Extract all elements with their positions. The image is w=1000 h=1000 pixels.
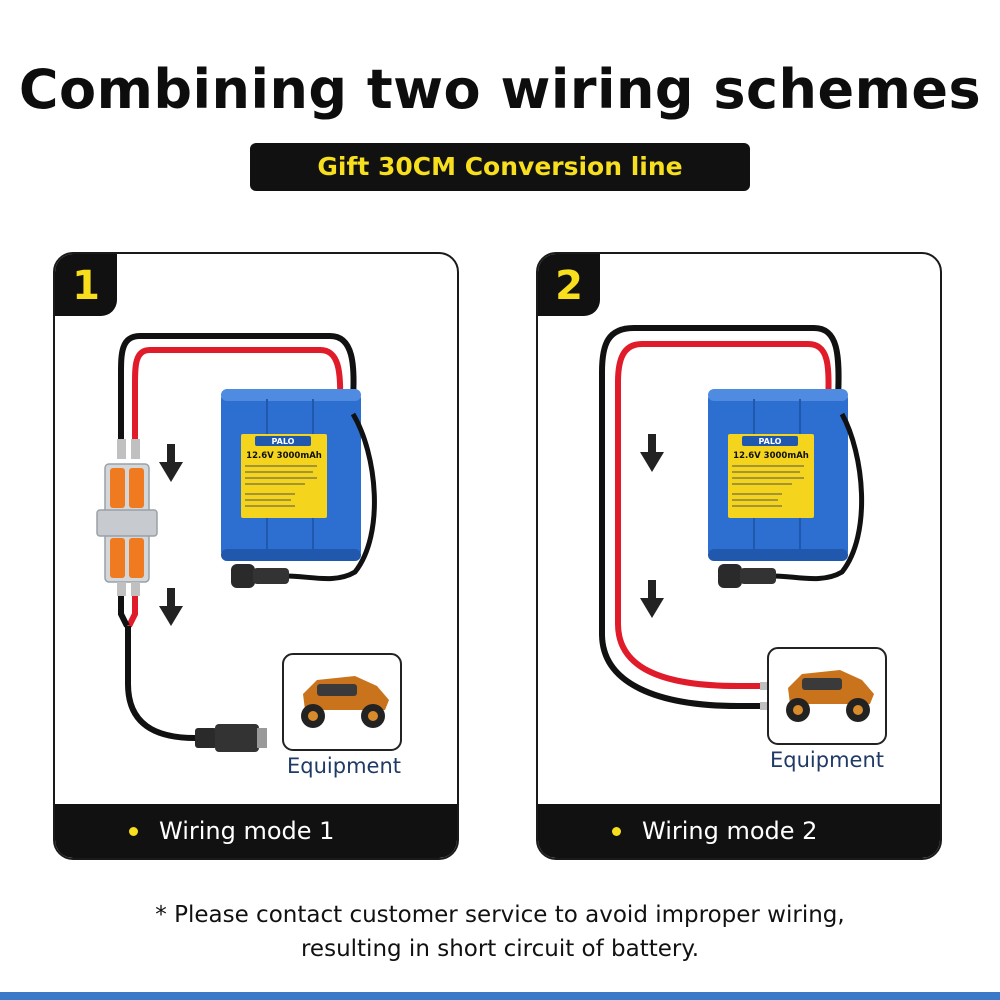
black-wire-bottom — [118, 596, 130, 628]
red-wire-top — [132, 347, 344, 449]
battery-rating: 12.6V 3000mAh — [733, 451, 809, 461]
equipment-label: Equipment — [287, 754, 401, 778]
wiring-panel-2: PALO 12.6V 3000mAh Equipment 2 — [536, 252, 942, 860]
bottom-accent-strip — [0, 992, 1000, 1000]
dc-jack-icon — [231, 564, 289, 588]
subtitle-banner: Gift 30CM Conversion line — [250, 143, 750, 191]
arrow-down-icon — [159, 444, 183, 482]
black-wire-loop — [599, 325, 842, 709]
warning-note: * Please contact customer service to avo… — [0, 898, 1000, 966]
panel-number-badge: 1 — [55, 254, 117, 316]
warning-note-line-2: resulting in short circuit of battery. — [300, 936, 700, 962]
rc-car-icon — [786, 670, 874, 722]
warning-note-line-1: * Please contact customer service to avo… — [155, 902, 845, 928]
black-wire-to-plug — [125, 626, 205, 741]
black-wire-top — [118, 333, 357, 449]
red-wire-loop — [615, 341, 832, 689]
panel-caption-bar: Wiring mode 1 — [55, 804, 457, 858]
battery-output-cable — [286, 412, 377, 582]
battery-pack-icon: PALO 12.6V 3000mAh — [221, 389, 361, 561]
rc-car-icon — [301, 676, 389, 728]
arrow-down-icon — [640, 580, 664, 618]
panel-caption-bar: Wiring mode 2 — [538, 804, 940, 858]
dc-plug-icon — [195, 724, 267, 752]
page-title: Combining two wiring schemes — [18, 58, 982, 121]
dc-jack-icon — [718, 564, 776, 588]
battery-output-cable — [773, 412, 865, 582]
wiring-diagram-1: PALO 12.6V 3000mAh — [96, 333, 402, 752]
battery-rating: 12.6V 3000mAh — [246, 451, 322, 461]
wiring-panel-1: PALO 12.6V 3000mAh Equipment 1 — [53, 252, 459, 860]
arrow-down-icon — [159, 588, 183, 626]
bullet-dot-icon — [612, 827, 621, 836]
panel-caption: Wiring mode 1 — [159, 817, 335, 845]
battery-brand: PALO — [272, 437, 295, 446]
panel-caption: Wiring mode 2 — [642, 817, 818, 845]
lever-connector — [96, 463, 158, 583]
equipment-label: Equipment — [770, 748, 884, 772]
bullet-dot-icon — [129, 827, 138, 836]
red-wire-bottom — [126, 596, 138, 628]
panel-number-badge: 2 — [538, 254, 600, 316]
battery-brand: PALO — [759, 437, 782, 446]
wiring-diagram-2: PALO 12.6V 3000mAh — [599, 325, 887, 745]
battery-pack-icon: PALO 12.6V 3000mAh — [708, 389, 848, 561]
arrow-down-icon — [640, 434, 664, 472]
